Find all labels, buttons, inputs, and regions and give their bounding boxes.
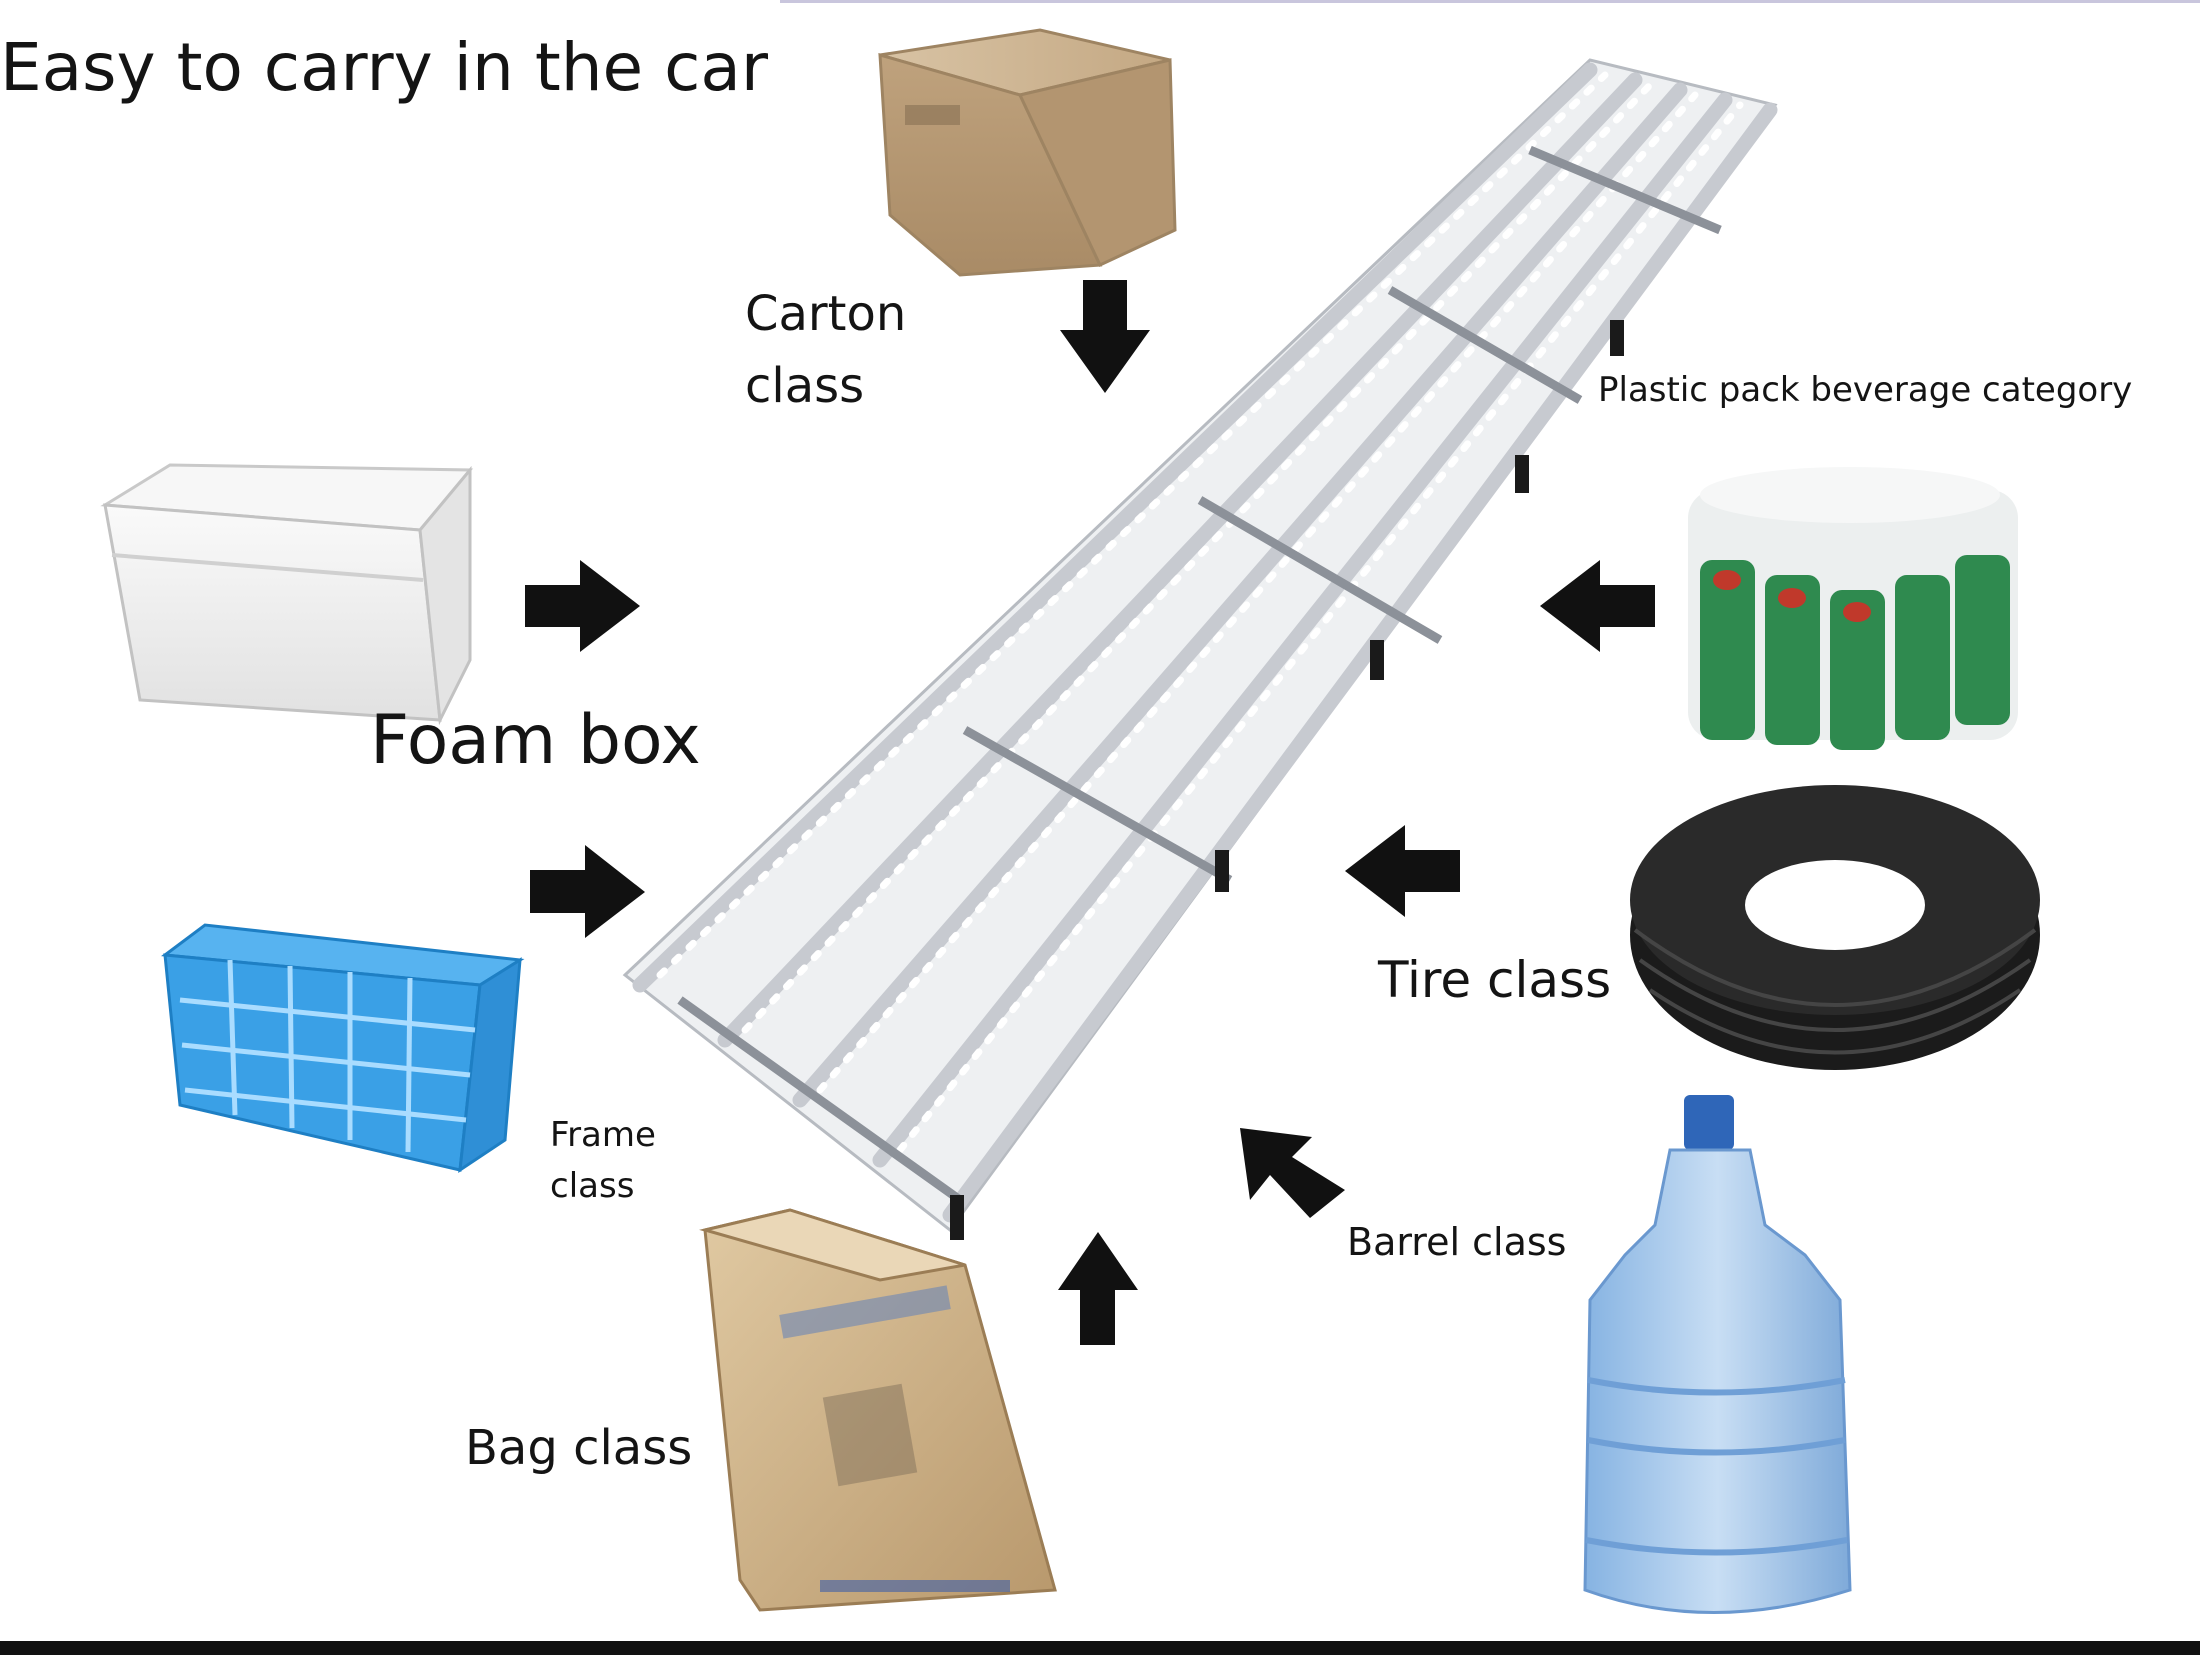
- cardboard-box-icon: [878, 28, 1177, 277]
- water-barrel-icon: [1583, 1095, 1852, 1614]
- label-bag-class: Bag class: [465, 1420, 693, 1476]
- arrow-down-icon: [1060, 280, 1150, 393]
- label-foam-box: Foam box: [370, 701, 701, 780]
- diagram-title: Easy to carry in the car: [0, 29, 768, 106]
- tire-icon: [1630, 785, 2040, 1070]
- arrow-left-icon: [1345, 825, 1460, 917]
- foam-box-icon: [100, 463, 474, 726]
- arrow-up-left-icon: [1240, 1128, 1345, 1218]
- label-plastic-pack: Plastic pack beverage category: [1598, 370, 2133, 410]
- arrow-up-icon: [1058, 1232, 1138, 1345]
- bottom-bar: [0, 1641, 2200, 1655]
- arrow-right-icon: [530, 845, 645, 938]
- label-carton-class: Carton class: [745, 286, 907, 414]
- arrow-right-icon: [525, 560, 640, 652]
- plastic-crate-icon: [160, 923, 525, 1174]
- paper-sack-icon: [699, 1208, 1057, 1612]
- top-divider: [780, 0, 2200, 3]
- roller-track-icon: [622, 58, 1778, 1240]
- label-barrel-class: Barrel class: [1347, 1220, 1567, 1264]
- beverage-pack-icon: [1688, 467, 2018, 750]
- label-tire-class: Tire class: [1378, 951, 1612, 1009]
- label-frame-class: Frame class: [550, 1115, 656, 1206]
- arrow-left-icon: [1540, 560, 1655, 652]
